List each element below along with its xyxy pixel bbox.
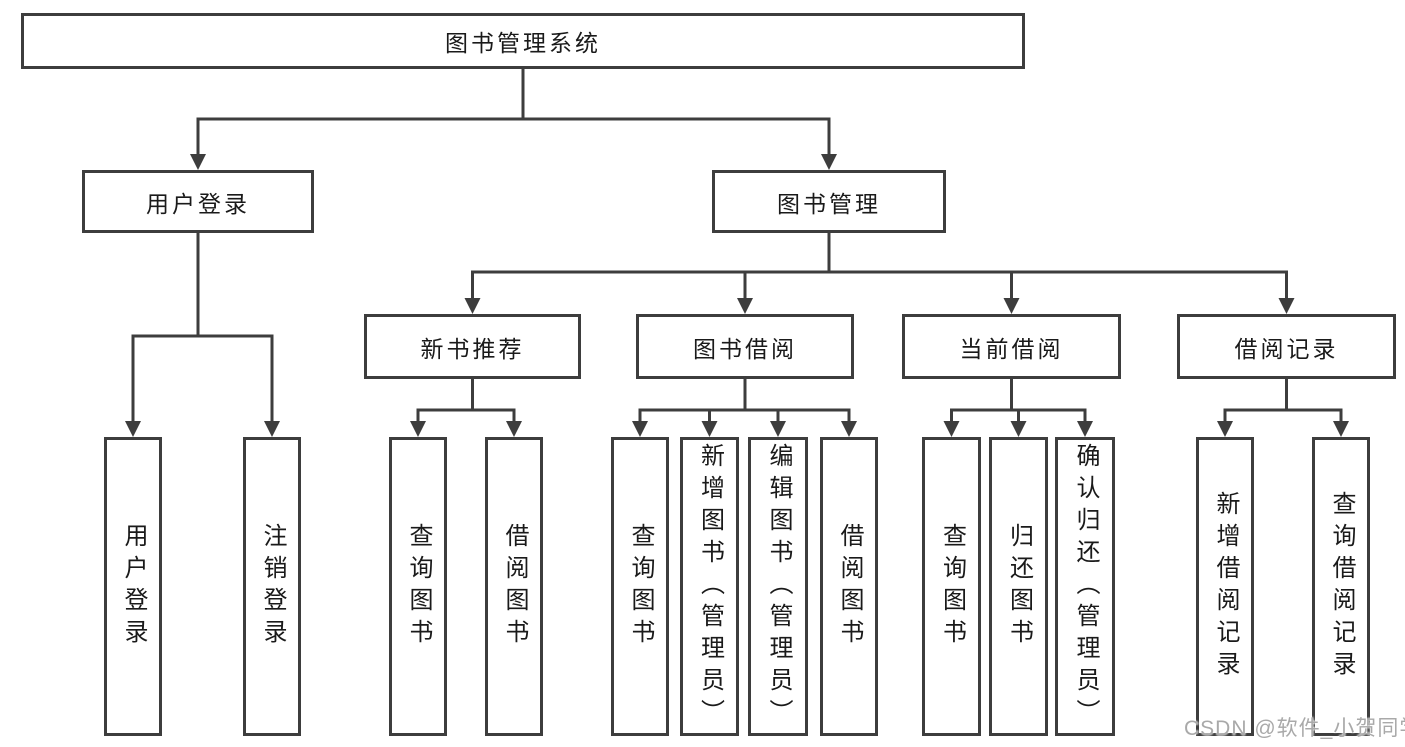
node-book-borrow: 图书借阅 [636, 314, 854, 379]
leaf-borrow-query-books: 查询图书 [611, 437, 669, 736]
leaf-user-login: 用户登录 [104, 437, 162, 736]
leaf-current-confirm-return-admin: 确认归还（管理员） [1055, 437, 1115, 736]
leaf-borrow-borrow-books: 借阅图书 [820, 437, 878, 736]
leaf-records-query-record: 查询借阅记录 [1312, 437, 1370, 736]
node-borrow-records: 借阅记录 [1177, 314, 1396, 379]
leaf-borrow-edit-books-admin: 编辑图书（管理员） [748, 437, 808, 736]
node-root: 图书管理系统 [21, 13, 1025, 69]
leaf-borrow-add-books-admin: 新增图书（管理员） [680, 437, 739, 736]
node-new-book-recommend: 新书推荐 [364, 314, 581, 379]
node-current-borrow: 当前借阅 [902, 314, 1121, 379]
node-book-management: 图书管理 [712, 170, 946, 233]
leaf-current-return-books: 归还图书 [989, 437, 1048, 736]
node-user-login: 用户登录 [82, 170, 314, 233]
csdn-watermark: CSDN @软件_小贺同学 [1184, 717, 1405, 740]
leaf-records-add-record: 新增借阅记录 [1196, 437, 1254, 736]
leaf-newbooks-borrow-books: 借阅图书 [485, 437, 543, 736]
leaf-current-query-books: 查询图书 [922, 437, 981, 736]
leaf-newbooks-query-books: 查询图书 [389, 437, 447, 736]
leaf-logout: 注销登录 [243, 437, 301, 736]
